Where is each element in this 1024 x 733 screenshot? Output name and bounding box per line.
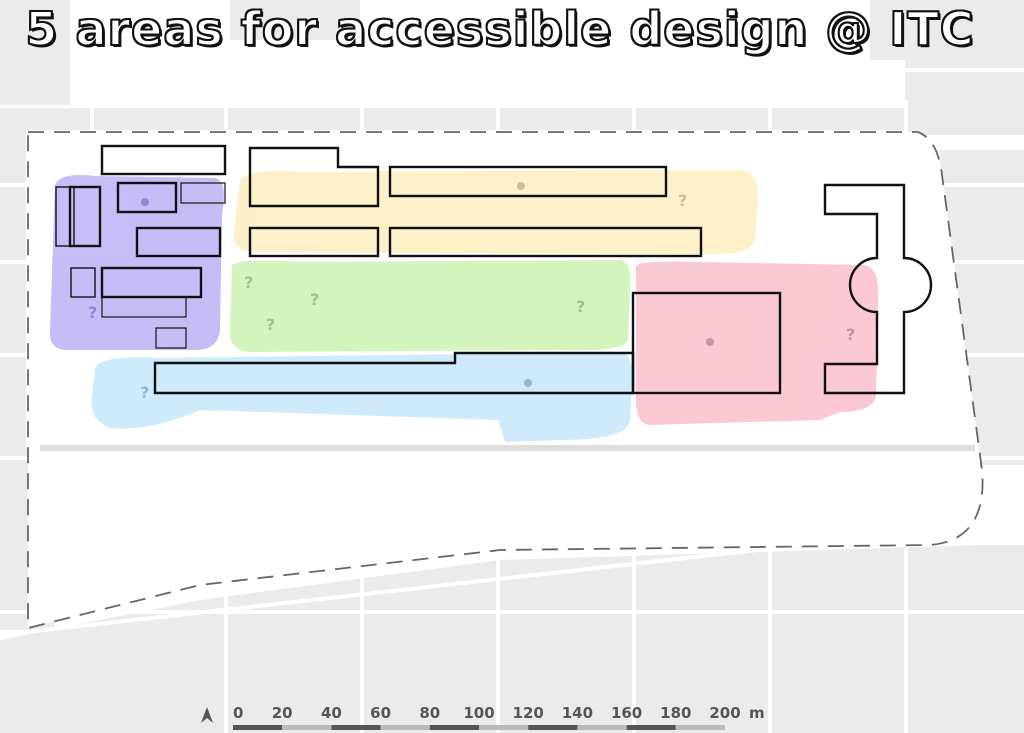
- scale-segment: [282, 725, 332, 730]
- building: [388, 165, 668, 198]
- scale-segment: [429, 725, 479, 730]
- scale-segment: [233, 725, 283, 730]
- blue-zone-dot: [524, 379, 532, 387]
- scale-unit-label: m: [749, 704, 765, 722]
- building: [135, 226, 222, 258]
- building: [248, 146, 380, 208]
- scale-tick-label: 80: [419, 704, 440, 722]
- building: [388, 226, 703, 258]
- building: [180, 182, 226, 204]
- building: [70, 267, 96, 298]
- scale-bar: 0 20 40 60 80 100 120 140 160 180 200 m: [233, 704, 765, 730]
- scale-segment: [331, 725, 381, 730]
- question-mark-icon: ?: [266, 315, 275, 334]
- scale-segment: [675, 725, 725, 730]
- red-zone: [636, 261, 879, 425]
- question-mark-icon: ?: [244, 273, 253, 292]
- scale-tick-label: 160: [611, 704, 642, 722]
- question-mark-icon: ?: [846, 325, 855, 344]
- scale-segment: [380, 725, 430, 730]
- scale-tick-label: 120: [513, 704, 544, 722]
- site-boundary: [27, 131, 984, 630]
- building: [116, 181, 178, 214]
- question-mark-icon: ?: [140, 383, 149, 402]
- building: [55, 186, 75, 247]
- north-arrow-icon: [201, 707, 213, 723]
- scale-segment: [528, 725, 578, 730]
- building: [155, 327, 187, 349]
- yellow-zone-dot: [517, 182, 525, 190]
- building: [823, 183, 933, 395]
- building: [100, 144, 227, 176]
- question-mark-icon: ?: [576, 297, 585, 316]
- question-marks: ? ? ? ? ? ? ? ?: [88, 191, 855, 402]
- purple-zone: [49, 175, 224, 351]
- scale-segment: [626, 725, 676, 730]
- scale-tick-label: 100: [463, 704, 494, 722]
- scale-tick-label: 180: [660, 704, 691, 722]
- scale-segment: [479, 725, 529, 730]
- red-zone-dot: [706, 338, 714, 346]
- building: [68, 185, 102, 248]
- building: [248, 226, 380, 258]
- question-mark-icon: ?: [88, 303, 97, 322]
- scale-tick-label: 0: [233, 704, 243, 722]
- scale-tick-label: 40: [321, 704, 342, 722]
- building: [101, 296, 187, 318]
- scale-tick-label: 20: [272, 704, 293, 722]
- page-title: 5 areas for accessible design @ ITC: [24, 1, 975, 57]
- question-mark-icon: ?: [678, 191, 687, 210]
- building: [631, 291, 782, 395]
- question-mark-icon: ?: [310, 290, 319, 309]
- scale-tick-label: 60: [370, 704, 391, 722]
- yellow-zone: [233, 170, 759, 255]
- scale-tick-label: 200: [709, 704, 740, 722]
- green-zone: [229, 260, 631, 352]
- purple-zone-dot: [141, 198, 149, 206]
- scale-tick-label: 140: [562, 704, 593, 722]
- accessibility-zones: [49, 170, 879, 442]
- buildings: [55, 144, 933, 395]
- zone-markers: [141, 182, 714, 387]
- scale-segment: [577, 725, 627, 730]
- blue-zone: [91, 352, 633, 442]
